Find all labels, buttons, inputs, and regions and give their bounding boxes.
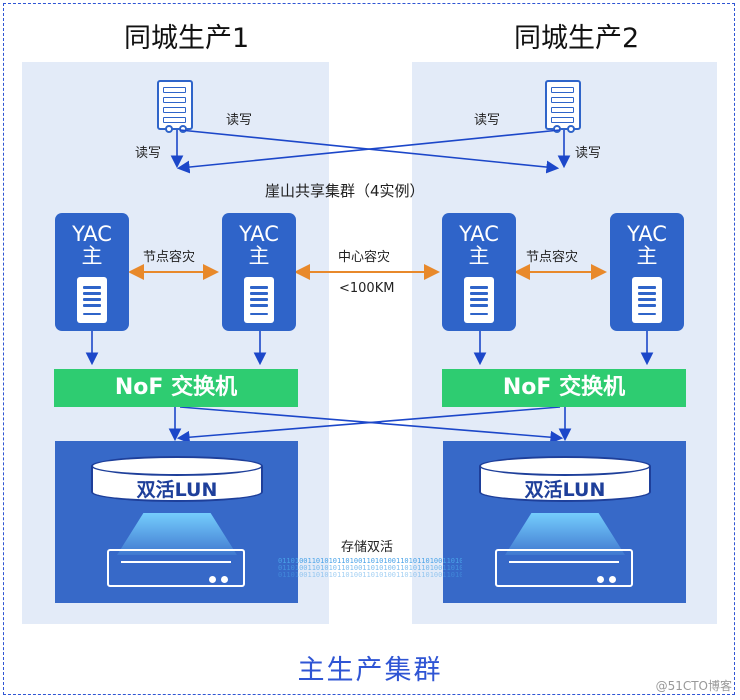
watermark: @51CTO博客 [655, 679, 732, 693]
yac-node-role: 主 [468, 244, 490, 268]
data-stream-line: 0110100110101011010011010100110101101001… [278, 571, 462, 579]
yac-node-name: YAC [459, 222, 499, 246]
cluster-label: 崖山共享集群（4实例） [265, 182, 425, 200]
yac-node-role: 主 [248, 244, 270, 268]
read-write-label: 读写 [474, 113, 501, 128]
read-write-label: 读写 [575, 146, 602, 161]
database-cylinder-icon: 双活LUN [479, 456, 651, 512]
data-stream: 0110100110101011010011010100110101101001… [278, 558, 462, 579]
yac-node-name: YAC [72, 222, 112, 246]
yac-node: YAC 主 [610, 213, 684, 331]
storage-device-icon [107, 549, 245, 587]
lun-label: 双活LUN [524, 479, 606, 501]
server-rack-icon [157, 80, 193, 133]
node-dr-label: 节点容灾 [143, 250, 196, 265]
storage-device-icon [495, 549, 633, 587]
read-write-label: 读写 [135, 146, 162, 161]
database-cylinder-icon: 双活LUN [91, 456, 263, 512]
yac-node-role: 主 [81, 244, 103, 268]
server-rack-icon [545, 80, 581, 133]
storage-array: 双活LUN [55, 441, 298, 603]
data-stream-line: 0110100110101011010011010100110101101001… [278, 558, 462, 565]
yac-node: YAC 主 [222, 213, 296, 331]
server-icon [464, 277, 494, 323]
server-icon [244, 277, 274, 323]
distance-label: <100KM [339, 281, 395, 296]
storage-active-label: 存储双活 [341, 540, 394, 555]
read-write-label: 读写 [226, 113, 253, 128]
footer-title: 主生产集群 [297, 655, 443, 686]
nof-switch: NoF 交换机 [442, 369, 686, 407]
yac-node-role: 主 [636, 244, 658, 268]
server-icon [632, 277, 662, 323]
lun-label: 双活LUN [136, 479, 218, 501]
yac-node: YAC 主 [55, 213, 129, 331]
site-1-title: 同城生产1 [124, 23, 250, 54]
server-icon [77, 277, 107, 323]
yac-node: YAC 主 [442, 213, 516, 331]
nof-switch: NoF 交换机 [54, 369, 298, 407]
data-stream-line: 0110100110101011010011010100110101101001… [278, 564, 462, 572]
yac-node-name: YAC [627, 222, 667, 246]
site-2-title: 同城生产2 [514, 23, 640, 54]
outer-frame [3, 3, 735, 695]
storage-array: 双活LUN [443, 441, 686, 603]
node-dr-label: 节点容灾 [526, 250, 579, 265]
yac-node-name: YAC [239, 222, 279, 246]
center-dr-label: 中心容灾 [338, 250, 391, 265]
